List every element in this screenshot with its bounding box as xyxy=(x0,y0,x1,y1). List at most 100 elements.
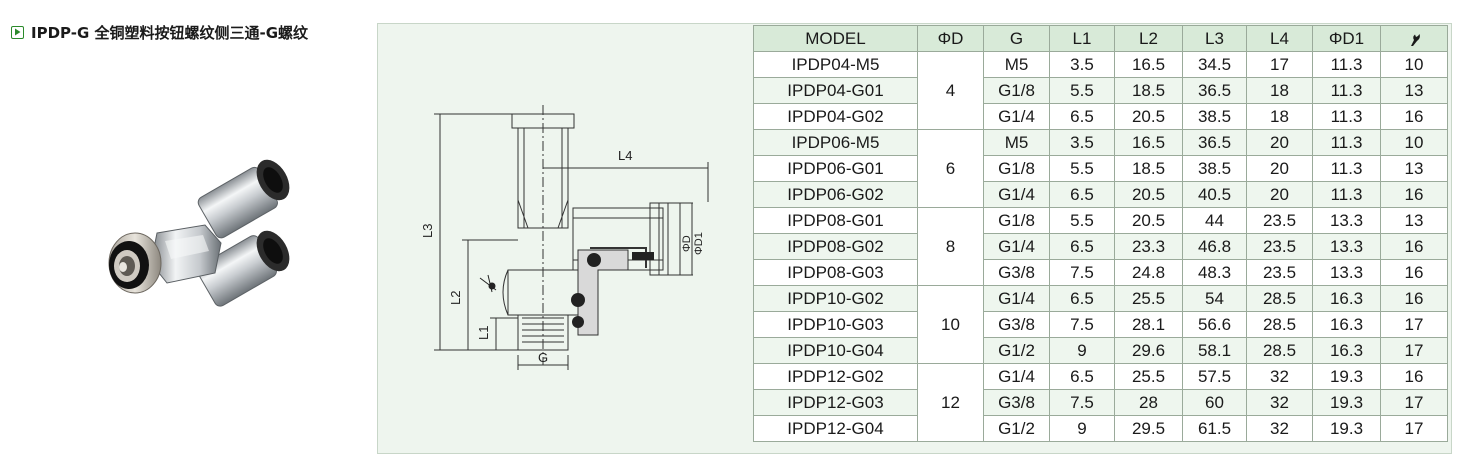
cell-torque: 16 xyxy=(1380,103,1448,130)
cell-l2: 16.5 xyxy=(1114,129,1183,156)
cell-l2: 25.5 xyxy=(1114,363,1183,390)
cell-l3: 60 xyxy=(1182,389,1247,416)
cell-l2: 18.5 xyxy=(1114,77,1183,104)
label-l1: L1 xyxy=(476,326,491,340)
cell-g: G1/4 xyxy=(983,233,1050,260)
cell-l1: 3.5 xyxy=(1049,51,1115,78)
cell-l4: 32 xyxy=(1246,415,1313,442)
cell-torque: 13 xyxy=(1380,207,1448,234)
cell-model: IPDP04-M5 xyxy=(753,51,918,78)
cell-l3: 46.8 xyxy=(1182,233,1247,260)
cell-l3: 57.5 xyxy=(1182,363,1247,390)
cell-g: G1/8 xyxy=(983,77,1050,104)
cell-d1: 16.3 xyxy=(1312,285,1381,312)
cell-l3: 56.6 xyxy=(1182,311,1247,338)
cell-g: G3/8 xyxy=(983,259,1050,286)
cell-d1: 13.3 xyxy=(1312,207,1381,234)
page-title: IPDP-G 全铜塑料按钮螺纹侧三通-G螺纹 xyxy=(11,22,308,42)
cell-model: IPDP08-G02 xyxy=(753,233,918,260)
cell-l3: 36.5 xyxy=(1182,77,1247,104)
cell-model: IPDP10-G02 xyxy=(753,285,918,312)
cell-l1: 6.5 xyxy=(1049,103,1115,130)
cell-g: G1/8 xyxy=(983,155,1050,182)
cell-d: 4 xyxy=(917,51,984,130)
cell-torque: 17 xyxy=(1380,389,1448,416)
cell-model: IPDP10-G03 xyxy=(753,311,918,338)
cell-model: IPDP06-M5 xyxy=(753,129,918,156)
cell-d1: 11.3 xyxy=(1312,103,1381,130)
cell-torque: 16 xyxy=(1380,285,1448,312)
cell-model: IPDP08-G01 xyxy=(753,207,918,234)
cell-d: 6 xyxy=(917,129,984,208)
cell-l4: 23.5 xyxy=(1246,233,1313,260)
cell-model: IPDP04-G01 xyxy=(753,77,918,104)
cell-l1: 9 xyxy=(1049,415,1115,442)
cell-torque: 10 xyxy=(1380,129,1448,156)
cell-l2: 25.5 xyxy=(1114,285,1183,312)
cell-l3: 40.5 xyxy=(1182,181,1247,208)
cell-g: G3/8 xyxy=(983,311,1050,338)
cell-l4: 23.5 xyxy=(1246,207,1313,234)
cell-l4: 28.5 xyxy=(1246,311,1313,338)
cell-l3: 44 xyxy=(1182,207,1247,234)
cell-model: IPDP08-G03 xyxy=(753,259,918,286)
cell-d1: 11.3 xyxy=(1312,77,1381,104)
header-l3: L3 xyxy=(1182,25,1247,52)
torque-symbol-icon xyxy=(479,274,497,293)
cell-l2: 24.8 xyxy=(1114,259,1183,286)
cell-l2: 28 xyxy=(1114,389,1183,416)
cell-model: IPDP12-G03 xyxy=(753,389,918,416)
cell-l4: 18 xyxy=(1246,103,1313,130)
cell-l2: 16.5 xyxy=(1114,51,1183,78)
label-d1: ΦD1 xyxy=(693,232,705,255)
cell-l3: 34.5 xyxy=(1182,51,1247,78)
cell-model: IPDP10-G04 xyxy=(753,337,918,364)
tee-fitting-drawing: L4 L3 L2 L1 G ΦD ΦD1 xyxy=(420,105,709,370)
cell-l3: 48.3 xyxy=(1182,259,1247,286)
cell-l4: 18 xyxy=(1246,77,1313,104)
cell-torque: 17 xyxy=(1380,311,1448,338)
cell-model: IPDP12-G04 xyxy=(753,415,918,442)
cell-l1: 7.5 xyxy=(1049,311,1115,338)
cell-torque: 16 xyxy=(1380,233,1448,260)
cell-l2: 28.1 xyxy=(1114,311,1183,338)
cell-g: G1/4 xyxy=(983,363,1050,390)
cell-torque: 13 xyxy=(1380,77,1448,104)
cell-g: M5 xyxy=(983,129,1050,156)
cell-model: IPDP06-G02 xyxy=(753,181,918,208)
cell-model: IPDP04-G02 xyxy=(753,103,918,130)
header-l2: L2 xyxy=(1114,25,1183,52)
label-g: G xyxy=(538,350,548,365)
cell-l1: 7.5 xyxy=(1049,389,1115,416)
wrench-icon xyxy=(1411,33,1420,46)
cell-l3: 54 xyxy=(1182,285,1247,312)
cell-g: G1/4 xyxy=(983,181,1050,208)
cell-d1: 19.3 xyxy=(1312,389,1381,416)
cell-l2: 29.6 xyxy=(1114,337,1183,364)
label-l4: L4 xyxy=(618,148,632,163)
cell-d: 8 xyxy=(917,207,984,286)
cell-torque: 13 xyxy=(1380,155,1448,182)
cell-l4: 20 xyxy=(1246,181,1313,208)
cell-model: IPDP06-G01 xyxy=(753,155,918,182)
cell-l2: 29.5 xyxy=(1114,415,1183,442)
cell-g: G1/2 xyxy=(983,337,1050,364)
cell-l1: 3.5 xyxy=(1049,129,1115,156)
cell-torque: 16 xyxy=(1380,181,1448,208)
table-header-row: MODEL ΦD G L1 L2 L3 L4 ΦD1 xyxy=(753,25,1448,52)
cell-g: G1/4 xyxy=(983,285,1050,312)
cell-torque: 16 xyxy=(1380,363,1448,390)
cell-d1: 11.3 xyxy=(1312,181,1381,208)
cell-d: 12 xyxy=(917,363,984,442)
cell-l4: 32 xyxy=(1246,363,1313,390)
label-d: ΦD xyxy=(681,235,693,252)
